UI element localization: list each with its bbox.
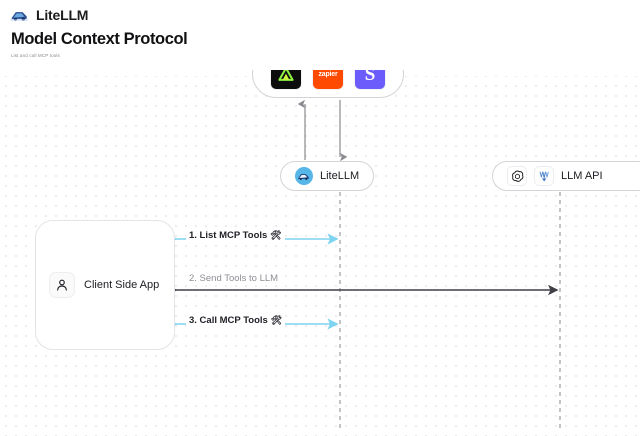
- anthropic-icon: [534, 166, 554, 186]
- client-side-app-card[interactable]: Client Side App: [35, 220, 175, 350]
- step-label-1: 1. List MCP Tools 🛠: [186, 229, 285, 242]
- tools-icon: 🛠: [270, 230, 282, 240]
- step-label-2: 2. Send Tools to LLM: [186, 272, 282, 285]
- person-glyph: [57, 279, 67, 291]
- node-litellm[interactable]: LiteLLM: [280, 161, 375, 191]
- brand-name: LiteLLM: [36, 7, 89, 23]
- litellm-avatar-glyph: [298, 173, 309, 180]
- slack-s-letter: S: [364, 63, 376, 85]
- tools-icon: 🛠: [270, 315, 283, 325]
- step-label-3: 3. Call MCP Tools 🛠: [186, 314, 286, 327]
- step-2-text: 2. Send Tools to LLM: [189, 273, 279, 284]
- zapier-wordmark: zapier: [318, 70, 338, 78]
- page-title: Model Context Protocol: [11, 30, 188, 48]
- step-1-text: 1. List MCP Tools: [189, 230, 268, 241]
- brand[interactable]: LiteLLM: [10, 7, 88, 23]
- triangle-glyph: [278, 67, 294, 81]
- node-llm-api-label: LLM API: [561, 170, 603, 182]
- litellm-avatar-icon: [295, 167, 313, 185]
- node-litellm-label: LiteLLM: [320, 170, 360, 182]
- step-3-text: 3. Call MCP Tools: [189, 315, 268, 326]
- openai-icon: [507, 166, 527, 186]
- openai-glyph: [511, 170, 523, 182]
- anthropic-glyph: [539, 171, 549, 181]
- user-person-icon: [49, 272, 75, 298]
- node-llm-api[interactable]: LLM API: [492, 161, 640, 191]
- litellm-logo-icon: [10, 11, 28, 21]
- client-side-app-label: Client Side App: [84, 279, 160, 291]
- page-header: LiteLLM Model Context Protocol List and …: [0, 0, 640, 70]
- page-subtitle: List and call MCP tools: [11, 53, 60, 58]
